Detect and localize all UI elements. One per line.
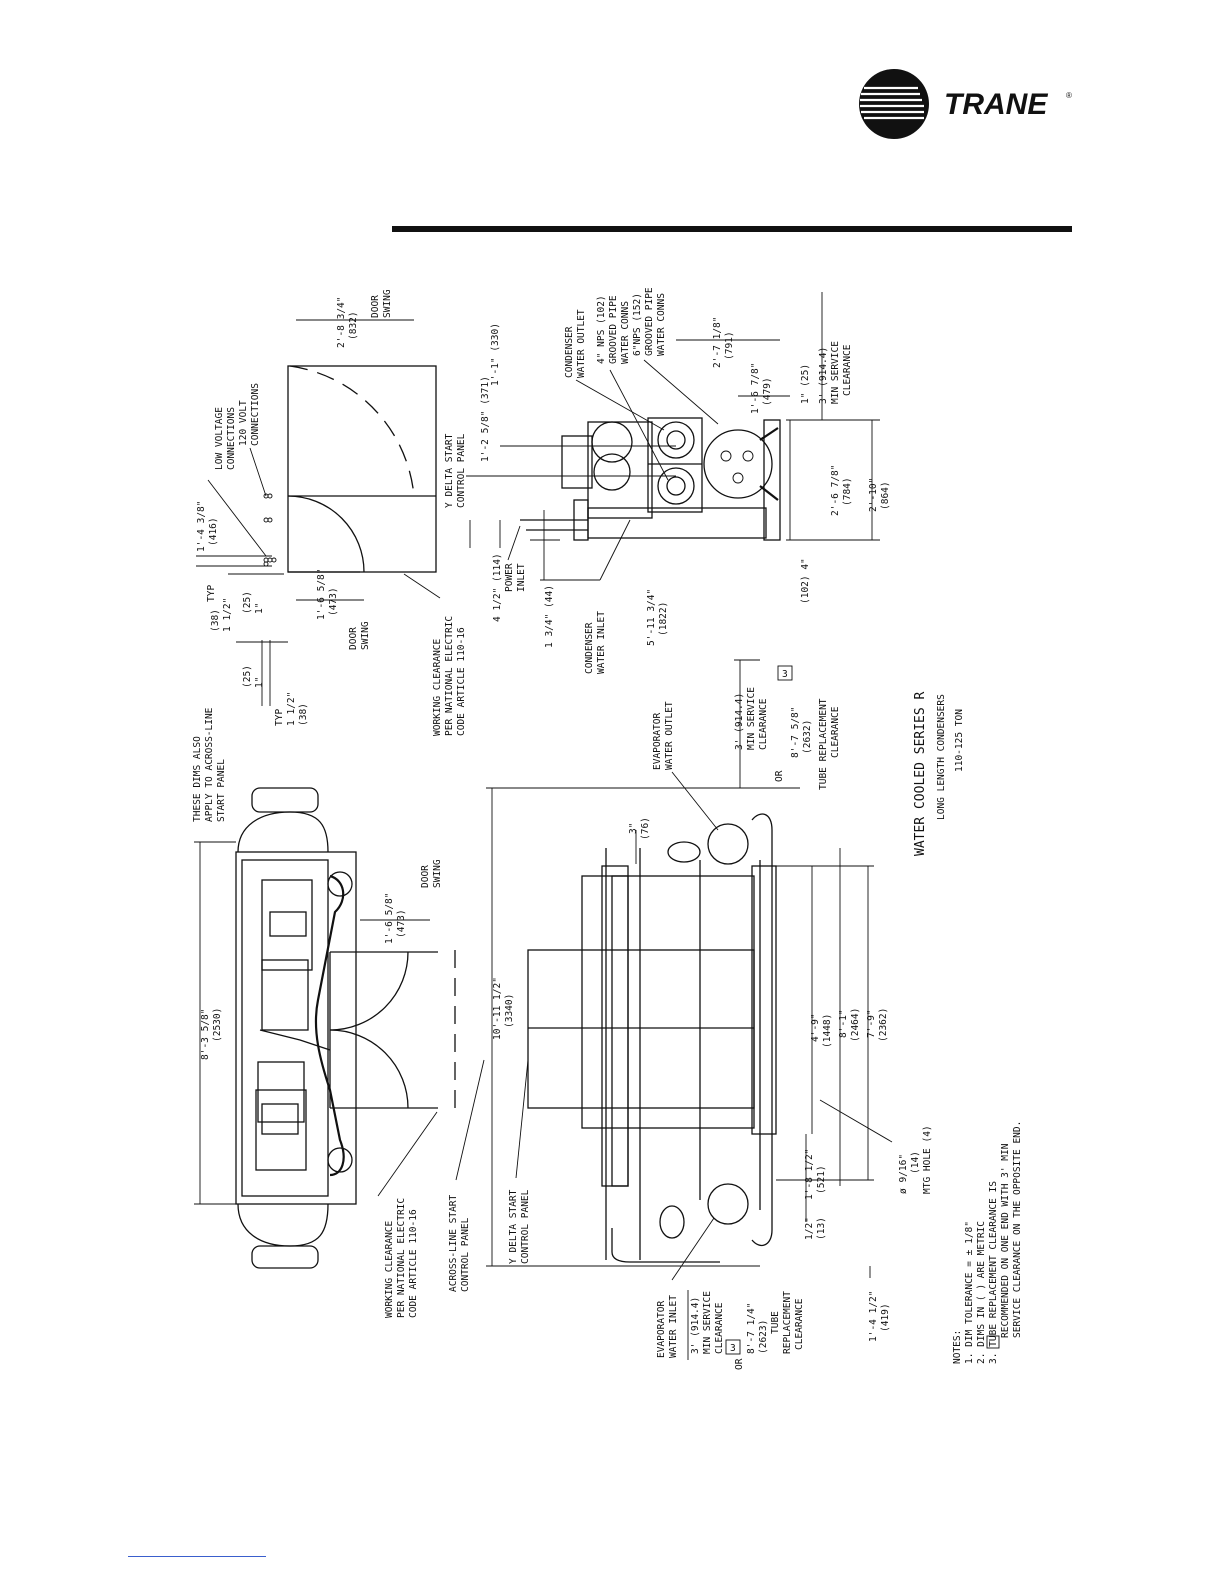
end-nps4: 4" NPS (102)GROOVED PIPEWATER CONNS: [596, 295, 631, 364]
notes-block: NOTES: 1. DIM TOLERANCE = ± 1/8" 2. DIMS…: [952, 1121, 1023, 1364]
title-line2: LONG LENGTH CONDENSERS: [936, 694, 947, 820]
panel-y-delta: Y DELTA STARTCONTROL PANEL: [444, 433, 467, 508]
end-dim-4: (102) 4": [800, 558, 811, 604]
panel-dim-1-6: 1'-6 5/8"(473): [316, 569, 339, 620]
front-dim-half: 1/2"(13): [804, 1217, 827, 1240]
note-3-cont-b: SERVICE CLEARANCE ON THE OPPOSITE END.: [1012, 1121, 1023, 1338]
panel-view: LOW VOLTAGECONNECTIONS 120 VOLTCONNECTIO…: [196, 289, 467, 736]
brand-name: TRANE: [944, 88, 1048, 121]
top-view: 8'-3 5/8"(2530) THESE DIMS ALSOAPPLY TO …: [192, 707, 485, 1318]
end-dim-1-6-7: 1'-6 7/8"(479): [750, 363, 773, 414]
panel-120-volt: 120 VOLTCONNECTIONS: [238, 383, 261, 446]
clear-right-marker: 3: [782, 669, 788, 680]
note-1: 1. DIM TOLERANCE = ± 1/8": [964, 1221, 975, 1364]
clear-left-marker: 3: [730, 1343, 736, 1354]
front-clear-right: 3' (914.4)MIN SERVICECLEARANCEOR8'-7 5/8…: [734, 687, 841, 790]
front-view: 10'-11 1/2"(3340) Y DELTA STARTCONTROL P…: [486, 659, 933, 1370]
title-line3: 110-125 TON: [954, 709, 965, 772]
panel-low-voltage: LOW VOLTAGECONNECTIONS: [214, 407, 237, 470]
end-view: CONDENSERWATER OUTLET 4" NPS (102)GROOVE…: [466, 287, 891, 674]
panel-door-swing-b: DOORSWING: [370, 289, 393, 318]
front-overall-dim: 10'-11 1/2"(3340): [492, 977, 515, 1040]
panel-dim-25-1: (25)1": [242, 591, 265, 614]
front-mtg-hole: ø 9/16"(14)MTG HOLE (4): [898, 1125, 933, 1194]
end-clear: 3' (914.4)MIN SERVICECLEARANCE: [818, 341, 853, 404]
top-dims-note: THESE DIMS ALSOAPPLY TO ACROSS-LINESTART…: [192, 707, 227, 822]
panel-dim-25-1b: (25)1": [242, 665, 265, 688]
front-y-delta-panel: Y DELTA STARTCONTROL PANEL: [508, 1189, 531, 1264]
front-dim-8-1: 8'-1"(2464): [838, 1008, 861, 1042]
panel-door-swing-a: DOORSWING: [348, 621, 371, 650]
front-clear-left: 3' (914.4)MIN SERVICECLEARANCEOR8'-7 1/4…: [690, 1291, 805, 1370]
header-rule: [392, 226, 1072, 232]
top-door-swing-dim: 1'-6 5/8"(473): [384, 893, 407, 944]
end-cond-inlet: CONDENSERWATER INLET: [584, 611, 607, 674]
note-2: 2. DIMS IN ( ) ARE METRIC: [976, 1221, 987, 1364]
front-dim-4-9: 4'-9"(1448): [810, 1013, 833, 1048]
note-3: 3. TUBE REPLACEMENT CLEARANCE IS: [988, 1181, 999, 1364]
end-dim-2-7: 2'-7 1/8"(791): [712, 317, 735, 368]
front-dim-1-4: 1'-4 1/2"(419): [868, 1291, 891, 1342]
drawing-title: WATER COOLED SERIES R LONG LENGTH CONDEN…: [913, 691, 965, 856]
top-door-swing-label: DOORSWING: [420, 859, 443, 888]
end-dim-1-3: 1 3/4" (44): [544, 585, 555, 648]
end-dim-2-6: 2'-6 7/8"(784): [830, 465, 853, 516]
top-working-clearance: WORKING CLEARANCEPER NATIONAL ELECTRICCO…: [384, 1198, 419, 1318]
note-3-cont-a: RECOMMENDED ON ONE END WITH 3' MIN: [1000, 1143, 1011, 1338]
front-evap-inlet: EVAPORATORWATER INLET: [656, 1295, 679, 1358]
brand-registered: ®: [1066, 91, 1072, 100]
end-dim-1: 1" (25): [800, 364, 811, 404]
panel-dim-38-typ: (38)1 1/2"TYP: [206, 585, 233, 632]
trane-logo: TRANE ®: [858, 68, 1078, 140]
panel-working-clearance: WORKING CLEARANCEPER NATIONAL ELECTRICCO…: [432, 616, 467, 736]
end-cond-outlet: CONDENSERWATER OUTLET: [564, 309, 587, 378]
end-dim-2-10: 2'-10"(864): [868, 478, 891, 512]
end-dim-1-2-5: 1'-2 5/8" (371): [480, 376, 491, 462]
front-dim-7-9: 7'-9"(2362): [866, 1008, 889, 1042]
end-nps6: 6"NPS (152)GROOVED PIPEWATER CONNS: [632, 287, 667, 356]
front-dim-1-8: 1'-8 1/2"(521): [804, 1149, 827, 1200]
title-line1: WATER COOLED SERIES R: [913, 691, 928, 856]
front-evap-outlet: EVAPORATORWATER OUTLET: [652, 701, 675, 770]
panel-dim-1-4-3: 1'-4 3/8"(416): [196, 501, 219, 552]
footer-link-underline: [128, 1556, 266, 1557]
top-overall-dim: 8'-3 5/8"(2530): [200, 1008, 223, 1060]
end-dim-4-half: 4 1/2" (114)POWERINLET: [492, 553, 527, 622]
notes-heading: NOTES:: [952, 1330, 963, 1364]
end-dim-1-1: 1'-1" (330): [490, 323, 501, 386]
end-dim-5-11: 5'-11 3/4"(1822): [646, 589, 669, 646]
front-dim-3: 3"(76): [628, 817, 651, 840]
panel-dim-typ-b: TYP1 1/2"(38): [274, 692, 309, 726]
panel-dim-2-8: 2'-8 3/4"(832): [336, 297, 359, 348]
top-across-line-panel: ACROSS-LINE STARTCONTROL PANEL: [448, 1194, 471, 1292]
